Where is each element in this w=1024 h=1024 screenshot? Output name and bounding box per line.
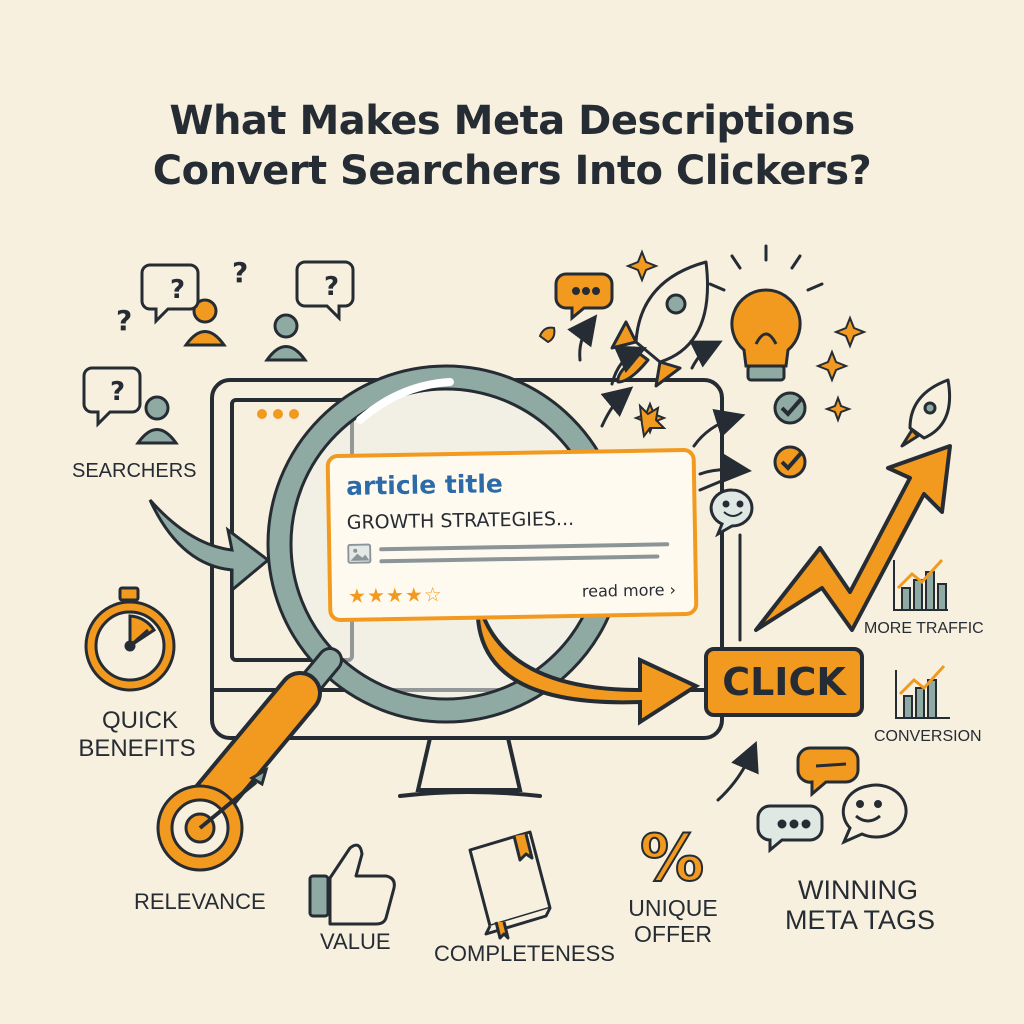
label-quick: QUICK [101,707,178,734]
snippet-title[interactable]: article title [345,469,504,501]
lightbulb-icon [708,244,824,382]
question-mark: ? [324,272,339,302]
percent-icon: % [640,822,704,896]
thumbs-up-icon [308,843,396,926]
checkmark-icon [773,445,807,479]
label-benefits: BENEFITS [78,735,196,762]
searchers-arrow-icon [148,499,271,594]
page-title-line-2: Convert Searchers Into Clickers? [152,148,872,194]
rocket-icon [900,378,952,448]
chat-bubble-icon [756,804,824,854]
snippet-text-line [379,542,670,552]
question-bubble-icon [82,260,355,428]
chat-bubble-icon [796,746,860,798]
snippet-text-line [379,554,660,564]
bar-chart-icon [895,664,950,719]
bar-chart-icon [893,558,948,611]
leaf-icon [538,326,556,344]
label-more-traffic: MORE TRAFFIC [864,620,984,637]
question-mark: ? [110,377,125,407]
snippet-subtitle: GROWTH STRATEGIES... [346,507,575,534]
checkmark-icon [773,391,807,425]
label-offer: OFFER [634,921,712,947]
label-relevance: RELEVANCE [134,889,266,914]
smiley-bubble-icon [709,488,754,538]
page-title-line-1: What Makes Meta Descriptions [169,98,855,144]
label-searchers: SEARCHERS [72,460,197,482]
read-more-link[interactable]: read more › [581,580,677,601]
person-icon [135,395,179,445]
target-icon [156,766,269,872]
trend-arrow-icon [754,444,952,632]
label-meta-tags: META TAGS [784,905,936,935]
smiley-bubble-icon [841,783,908,845]
book-icon [468,830,552,940]
click-arrow-icon [475,599,701,726]
question-mark: ? [116,304,132,337]
image-icon [347,543,372,564]
rating-stars: ★★★★☆ [347,582,443,608]
label-winning: WINNING [798,875,918,905]
star-icon [638,403,667,439]
arrow-icon [567,314,759,802]
chat-bubble-icon [554,272,614,322]
question-mark: ? [170,275,185,305]
label-completeness: COMPLETENESS [434,941,615,966]
person-icon [183,298,227,347]
person-icon [264,313,308,362]
search-result-snippet[interactable]: article title GROWTH STRATEGIES... ★★★★☆… [325,447,699,623]
stopwatch-icon [84,586,176,692]
label-value: VALUE [320,929,391,954]
question-mark: ? [232,256,248,289]
label-conversion: CONVERSION [874,728,982,745]
click-button[interactable]: CLICK [704,647,864,717]
label-unique: UNIQUE [628,895,718,921]
